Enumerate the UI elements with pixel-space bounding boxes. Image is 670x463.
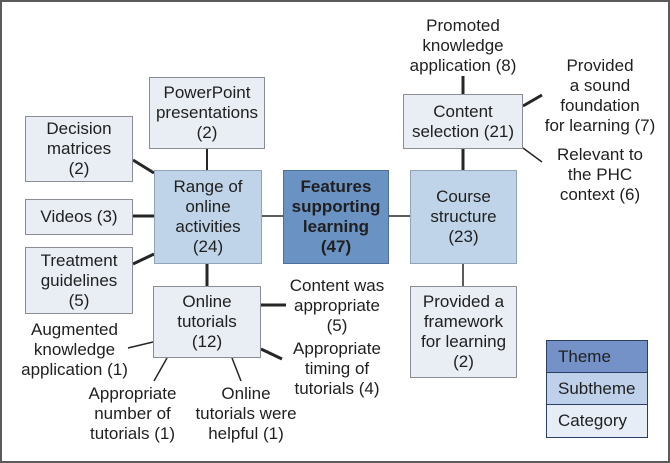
category-box-powerpoint-presentations: PowerPoint presentations (2) xyxy=(149,77,265,149)
category-box-content-selection: Content selection (21) xyxy=(403,94,523,149)
legend-item-subtheme: Subtheme xyxy=(547,373,647,405)
subtheme-box-course-structure: Course structure (23) xyxy=(410,170,517,264)
category-box-decision-matrices: Decision matrices (2) xyxy=(25,116,133,182)
code-appropriate-timing: Appropriate timing of tutorials (4) xyxy=(293,339,381,398)
link-tutorials-helpful xyxy=(231,357,242,382)
link-range-decision xyxy=(132,158,155,175)
link-content-relevant xyxy=(522,147,543,163)
link-tutorials-number xyxy=(153,357,168,382)
theme-box-features-supporting-learning: Features supporting learning (47) xyxy=(283,170,389,264)
category-box-videos: Videos (3) xyxy=(25,199,133,235)
link-content-sound xyxy=(522,93,543,108)
category-box-provided-framework: Provided a framework for learning (2) xyxy=(410,286,517,378)
code-sound-foundation: Provided a sound foundation for learning… xyxy=(544,56,656,135)
subtheme-box-range-of-online-activities: Range of online activities (24) xyxy=(154,170,262,264)
code-appropriate-number-of-tutorials: Appropriate number of tutorials (1) xyxy=(88,384,177,443)
code-online-tutorials-helpful: Online tutorials were helpful (1) xyxy=(195,384,297,443)
legend: Theme Subtheme Category xyxy=(546,340,648,438)
code-augmented-knowledge-application: Augmented knowledge application (1) xyxy=(21,320,128,379)
legend-item-category: Category xyxy=(547,405,647,437)
code-content-was-appropriate: Content was appropriate (5) xyxy=(289,276,385,335)
category-box-online-tutorials: Online tutorials (12) xyxy=(153,286,261,358)
legend-item-theme: Theme xyxy=(547,341,647,373)
category-box-treatment-guidelines: Treatment guidelines (5) xyxy=(25,247,133,314)
code-relevant-phc-context: Relevant to the PHC context (6) xyxy=(557,145,643,204)
link-range-treatment xyxy=(132,252,155,266)
link-tutorials-timing xyxy=(260,347,283,361)
code-promoted-knowledge-application: Promoted knowledge application (8) xyxy=(409,16,517,75)
link-tutorials-augmented xyxy=(127,341,154,349)
